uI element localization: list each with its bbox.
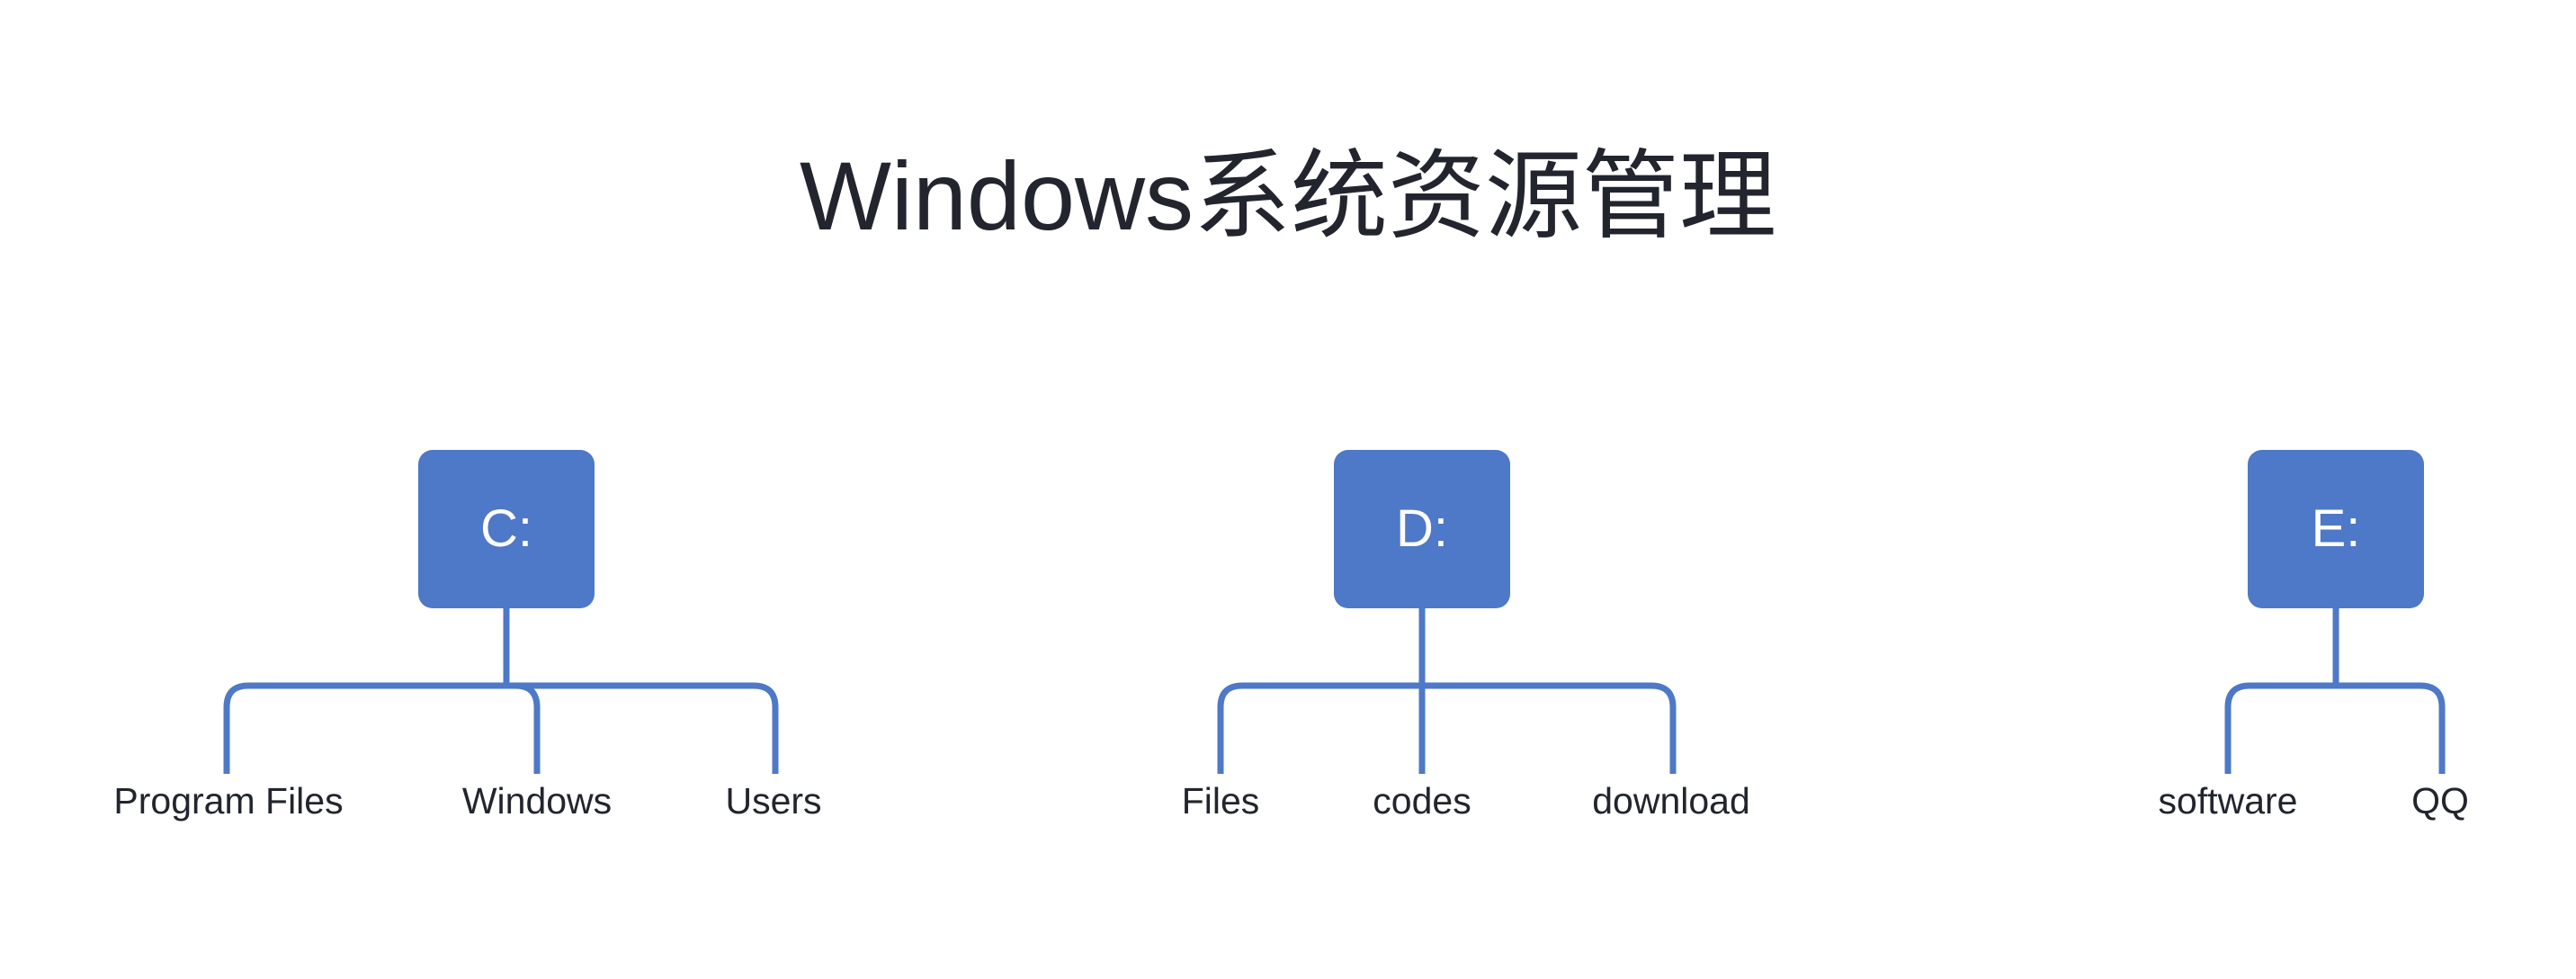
drive-e-child-1[interactable]: QQ xyxy=(2411,780,2469,822)
drive-c-label: C: xyxy=(480,499,532,558)
drive-c-drop-1 xyxy=(514,682,541,774)
page-title: Windows系统资源管理 xyxy=(799,141,1777,250)
drive-c-bracket xyxy=(223,682,779,774)
drive-e-child-0[interactable]: software xyxy=(2158,780,2298,822)
drive-e-bracket xyxy=(2224,682,2446,774)
drive-e-label: E: xyxy=(2311,499,2361,558)
drive-c[interactable]: C: xyxy=(418,450,595,608)
drive-d[interactable]: D: xyxy=(1334,450,1510,608)
drive-d-child-2[interactable]: download xyxy=(1592,780,1750,822)
drive-c-child-1[interactable]: Windows xyxy=(461,780,613,822)
drive-c-child-0[interactable]: Program Files xyxy=(113,780,344,822)
drive-d-child-0[interactable]: Files xyxy=(1181,780,1260,822)
drive-e[interactable]: E: xyxy=(2248,450,2424,608)
drive-c-child-2[interactable]: Users xyxy=(725,780,822,822)
drive-d-bracket xyxy=(1217,682,1677,774)
drive-d-child-1[interactable]: codes xyxy=(1373,780,1471,822)
drive-d-label: D: xyxy=(1396,499,1448,558)
